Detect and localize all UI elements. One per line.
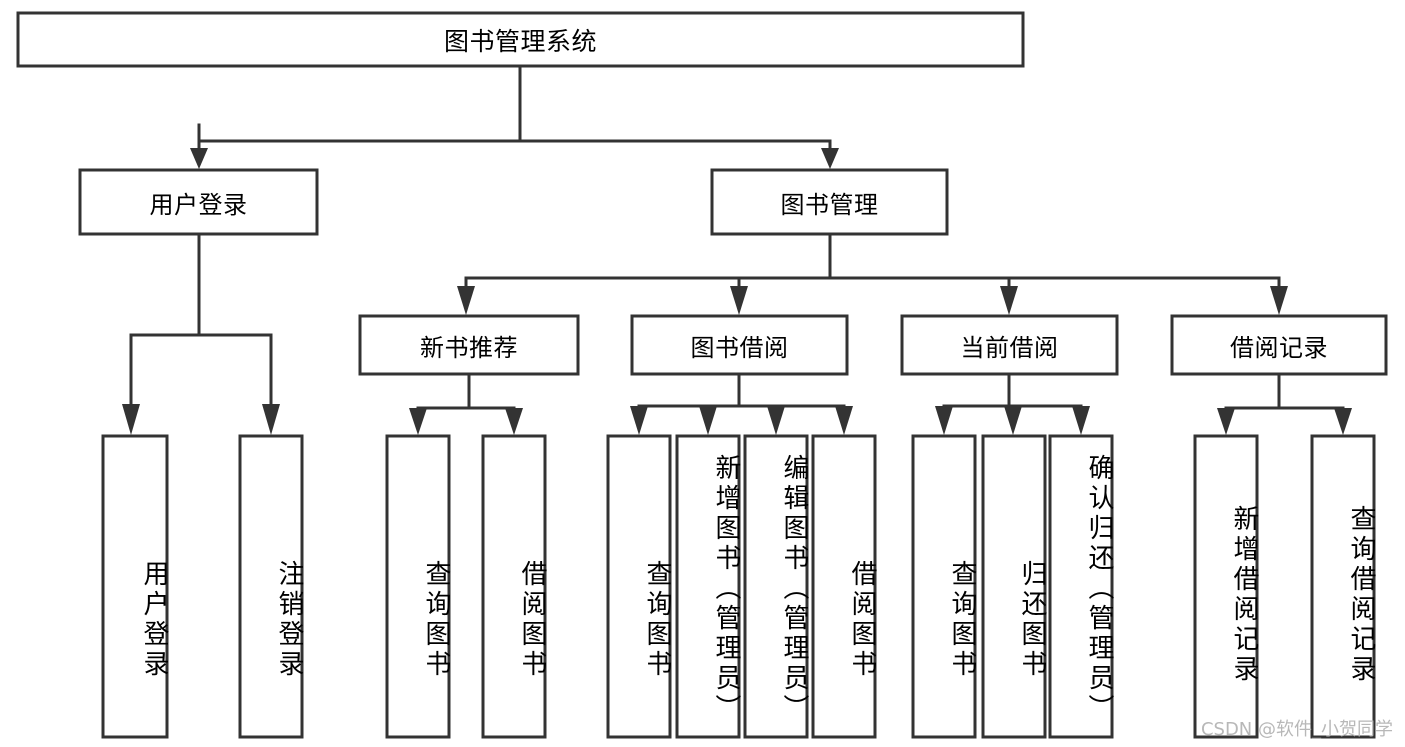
node-box-borrow-record[interactable]: [1170, 314, 1388, 376]
arrow-to-leaf-query-book-3: [935, 406, 953, 435]
node-box-root[interactable]: [16, 11, 1025, 68]
node-box-leaf-borrow-book-2[interactable]: [811, 434, 877, 739]
arrow-to-leaf-user-login: [122, 404, 140, 435]
node-box-leaf-add-book[interactable]: [675, 434, 741, 739]
node-box-leaf-user-login[interactable]: [101, 434, 169, 739]
connector-group-user-login: [122, 232, 280, 435]
connector-group-new-book-rec: [409, 372, 523, 435]
node-box-leaf-return-book[interactable]: [981, 434, 1047, 739]
node-box-leaf-query-record[interactable]: [1310, 434, 1376, 739]
arrow-to-leaf-query-record: [1334, 408, 1352, 435]
connector-group-borrow-record: [1217, 372, 1352, 435]
arrow-to-leaf-confirm-return: [1072, 406, 1090, 435]
node-box-user-login[interactable]: [78, 168, 319, 236]
arrow-to-leaf-add-record: [1217, 408, 1235, 435]
connector-group-book-borrow: [630, 372, 853, 435]
arrow-to-leaf-logout: [262, 404, 280, 435]
arrow-to-new-book-rec: [457, 286, 475, 315]
arrow-to-user-login: [190, 148, 208, 169]
node-box-current-borrow[interactable]: [900, 314, 1119, 376]
arrow-to-leaf-borrow-book-1: [505, 408, 523, 435]
arrow-to-current-borrow: [1000, 286, 1018, 315]
arrow-to-leaf-query-book-2: [630, 406, 648, 435]
connector-group-current-borrow: [935, 372, 1090, 435]
arrow-to-leaf-return-book: [1004, 406, 1022, 435]
node-box-leaf-edit-book[interactable]: [743, 434, 809, 739]
arrow-to-leaf-edit-book: [767, 406, 785, 435]
node-box-leaf-query-book-2[interactable]: [606, 434, 672, 739]
node-box-leaf-borrow-book-1[interactable]: [481, 434, 547, 739]
node-box-leaf-add-record[interactable]: [1193, 434, 1259, 739]
node-box-new-book-rec[interactable]: [358, 314, 580, 376]
arrow-to-book-borrow: [730, 286, 748, 315]
node-box-leaf-query-book-1[interactable]: [385, 434, 451, 739]
node-box-leaf-confirm-return[interactable]: [1048, 434, 1114, 739]
connector-group-book-manage: [457, 232, 1288, 315]
arrow-to-borrow-record: [1270, 286, 1288, 315]
node-box-leaf-query-book-3[interactable]: [911, 434, 977, 739]
arrow-to-book-manage: [821, 148, 839, 169]
arrow-to-leaf-add-book: [699, 406, 717, 435]
arrow-to-leaf-query-book-1: [409, 408, 427, 435]
node-box-book-manage[interactable]: [710, 168, 949, 236]
connector-group-root: [190, 64, 839, 169]
node-box-book-borrow[interactable]: [630, 314, 849, 376]
arrow-to-leaf-borrow-book-2: [835, 406, 853, 435]
node-box-leaf-logout[interactable]: [238, 434, 304, 739]
